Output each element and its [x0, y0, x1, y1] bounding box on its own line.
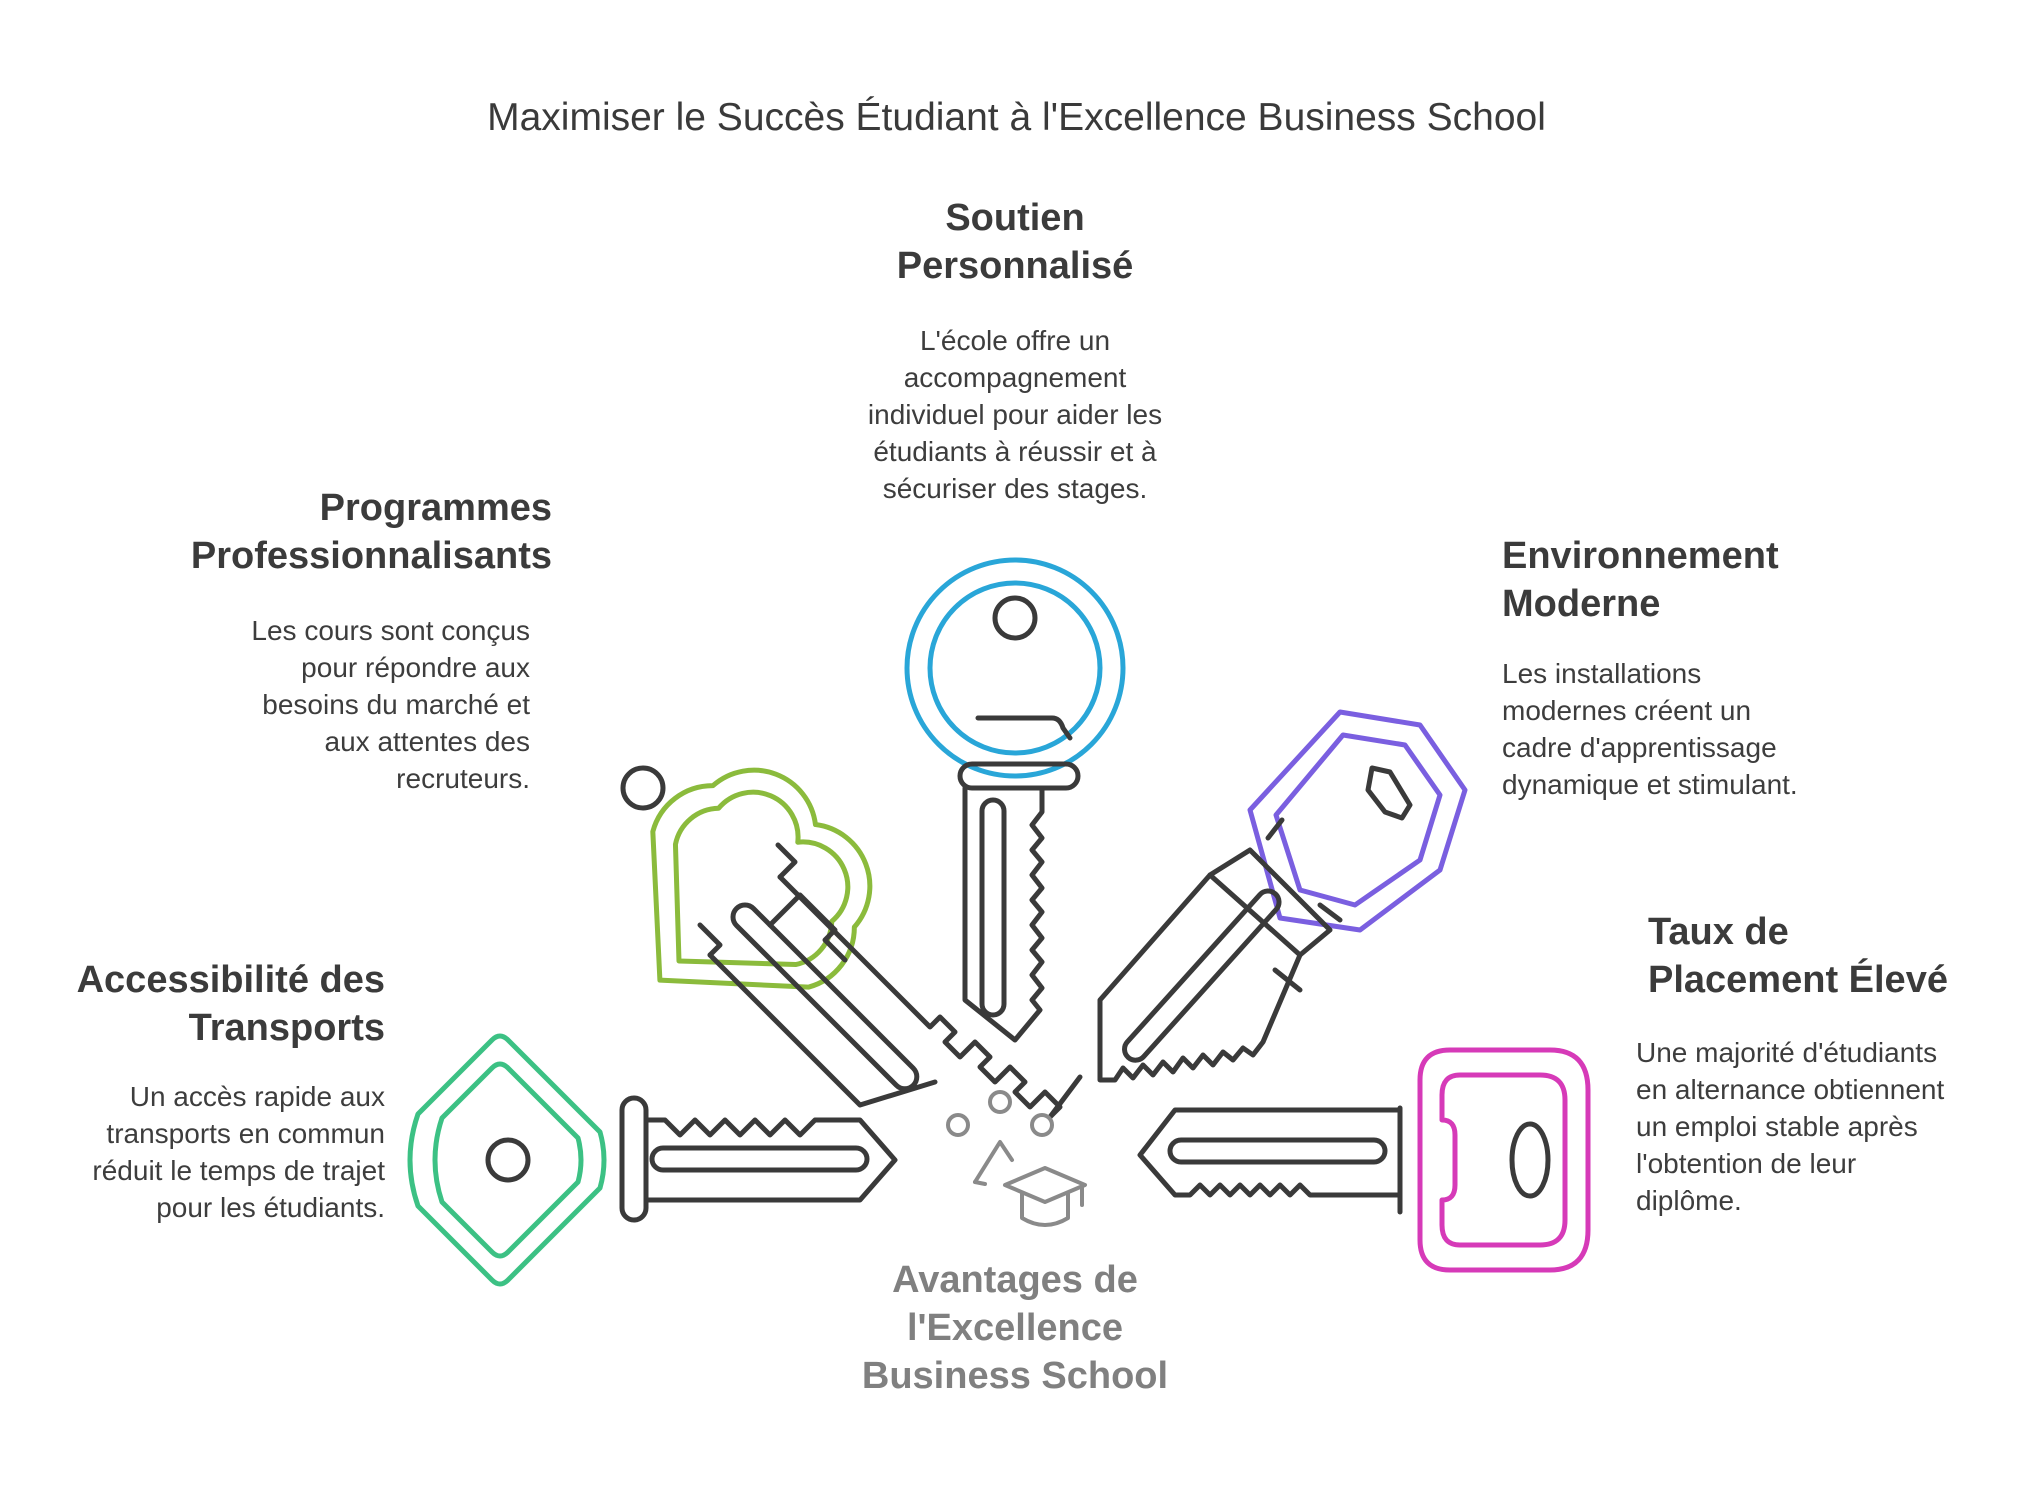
soutien-key [904, 557, 1126, 1043]
programmes-key [650, 767, 873, 990]
programmes-key-head [650, 767, 873, 990]
environnement-key-hole [1365, 765, 1413, 821]
graduation-cap-icon [946, 1090, 1087, 1227]
placement-title: Taux de Placement Élevé [1648, 911, 1948, 1001]
placement-key-shaft [1137, 1105, 1403, 1215]
placement-key [1137, 1047, 1591, 1273]
environnement-key [1097, 709, 1468, 1083]
placement-description: Une majorité d'étudiants en alternance o… [1636, 1037, 1945, 1216]
programmes-key-hole [620, 765, 666, 811]
transports-key-hole [485, 1137, 531, 1183]
environnement-description: Les installations modernes créent un cad… [1502, 658, 1798, 800]
programmes-key-shaft [697, 842, 1083, 1120]
transports-key-head [407, 1033, 607, 1287]
transports-key-shaft [619, 1095, 898, 1223]
environnement-key-head [1247, 709, 1468, 933]
soutien-key-head [904, 557, 1126, 779]
programmes-title: Programmes Professionnalisants [190, 487, 552, 577]
soutien-title: Soutien Personnalisé [896, 197, 1134, 287]
transports-title: Accessibilité des Transports [76, 959, 385, 1049]
placement-key-hole [1509, 1121, 1551, 1199]
placement-key-head [1417, 1047, 1591, 1273]
soutien-description: L'école offre un accompagnement individu… [867, 325, 1163, 504]
center-label: Avantages de l'Excellence Business Schoo… [861, 1259, 1169, 1397]
soutien-key-shaft [957, 715, 1081, 1043]
soutien-key-hole [992, 595, 1038, 641]
page-title: Maximiser le Succès Étudiant à l'Excelle… [487, 96, 1546, 139]
environnement-key-shaft [1097, 817, 1343, 1083]
programmes-description: Les cours sont conçus pour répondre aux … [251, 615, 530, 794]
environnement-title: Environnement Moderne [1502, 535, 1779, 625]
transports-description: Un accès rapide aux transports en commun… [92, 1081, 385, 1223]
transports-key [407, 1033, 898, 1287]
